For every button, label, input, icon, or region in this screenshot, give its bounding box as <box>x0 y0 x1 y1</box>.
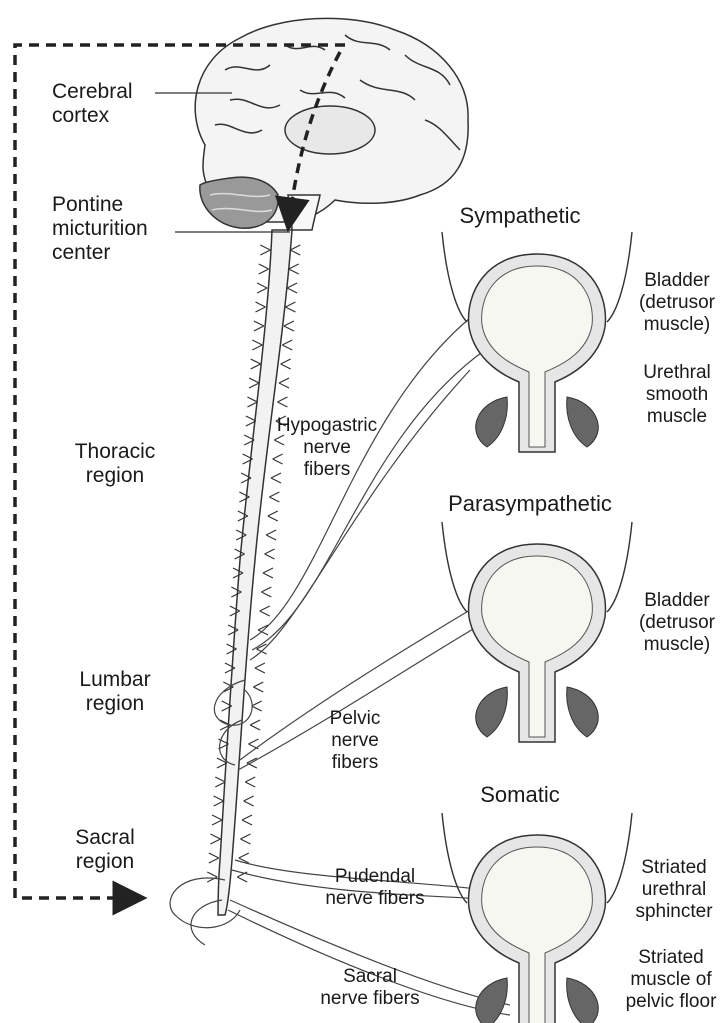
label-cerebral-cortex: Cerebral cortex <box>52 80 133 128</box>
bladder-sympathetic <box>442 232 632 452</box>
label-urethral-smooth-muscle: Urethral smooth muscle <box>632 362 722 428</box>
brain-illustration <box>195 18 468 230</box>
bladder-somatic <box>442 813 632 1023</box>
heading-sympathetic: Sympathetic <box>440 205 600 227</box>
label-lumbar-region: Lumbar region <box>60 668 170 716</box>
label-pontine-micturition-center: Pontine micturition center <box>52 193 148 265</box>
label-bladder-detrusor-2: Bladder (detrusor muscle) <box>632 590 722 656</box>
label-striated-muscle-pelvic-floor: Striated muscle of pelvic floor <box>620 947 722 1013</box>
label-striated-urethral-sphincter: Striated urethral sphincter <box>626 857 722 923</box>
label-sacral-nerve-fibers: Sacral nerve fibers <box>300 966 440 1010</box>
bladder-illustrations <box>442 232 632 1023</box>
heading-somatic: Somatic <box>470 784 570 806</box>
label-hypogastric-nerve-fibers: Hypogastric nerve fibers <box>262 415 392 481</box>
bladder-parasympathetic <box>442 522 632 742</box>
label-pudendal-nerve-fibers: Pudendal nerve fibers <box>305 866 445 910</box>
label-bladder-detrusor-1: Bladder (detrusor muscle) <box>632 270 722 336</box>
spinal-cord <box>207 230 300 915</box>
label-sacral-region: Sacral region <box>55 826 155 874</box>
heading-parasympathetic: Parasympathetic <box>430 493 630 515</box>
label-thoracic-region: Thoracic region <box>60 440 170 488</box>
label-pelvic-nerve-fibers: Pelvic nerve fibers <box>300 708 410 774</box>
